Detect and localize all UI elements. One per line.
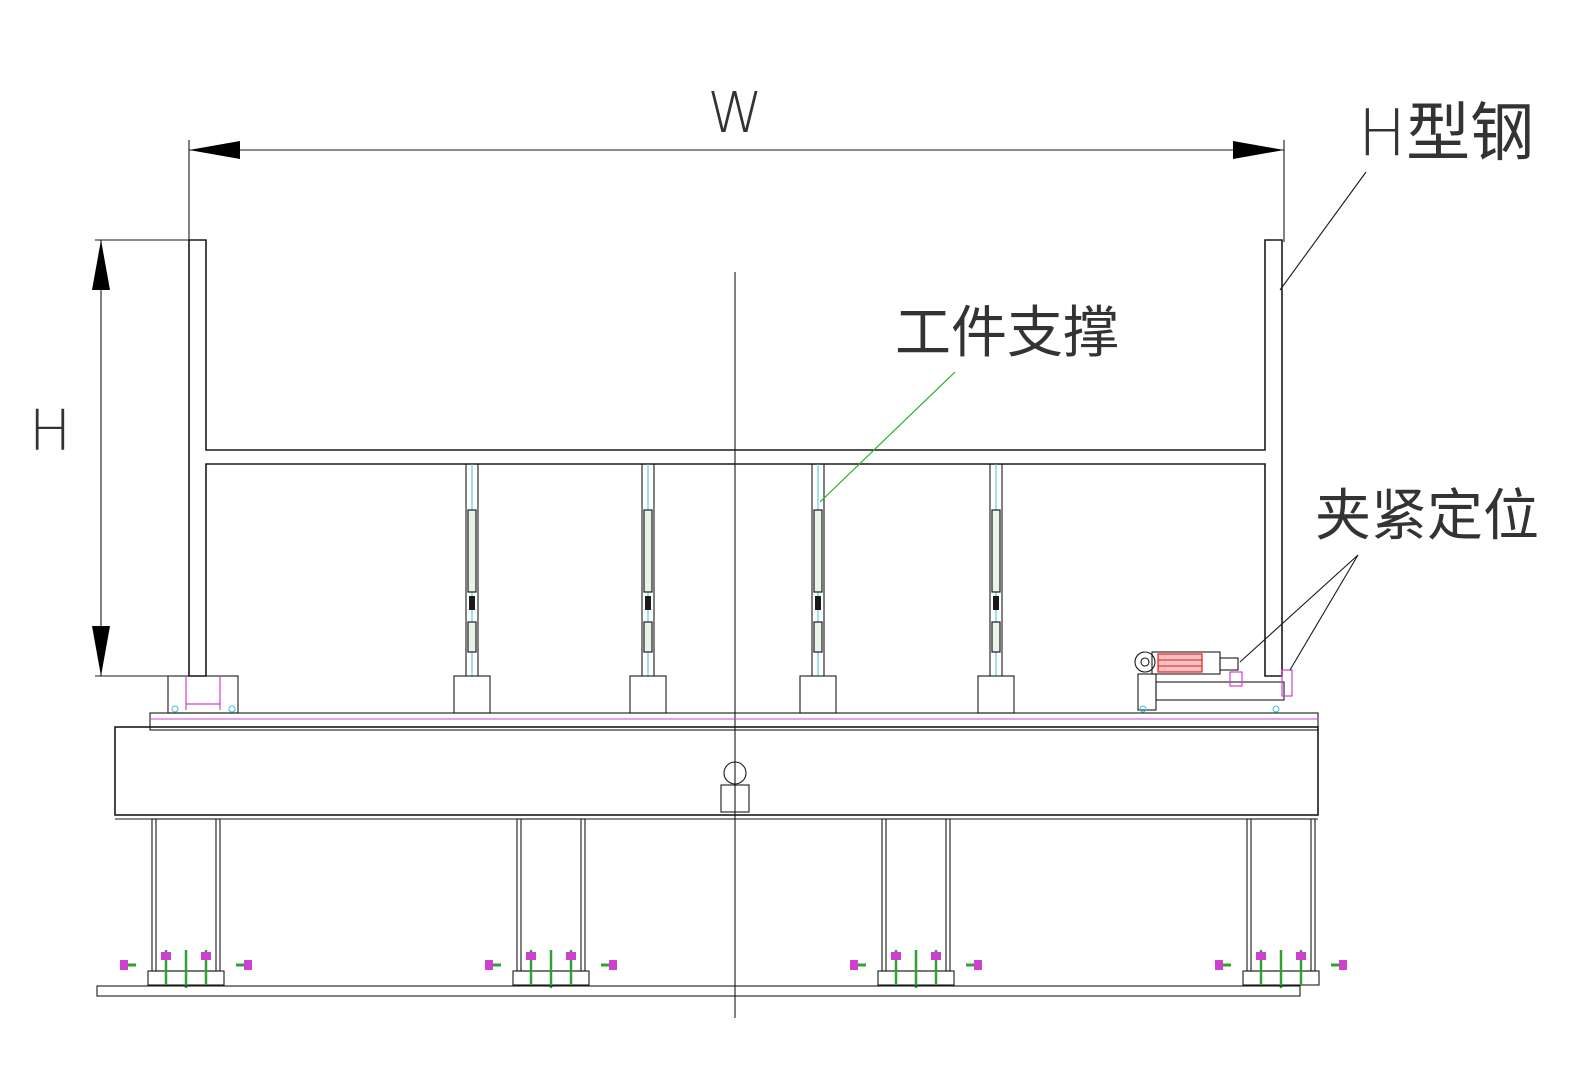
left-locating-block <box>167 675 239 714</box>
leg <box>151 818 221 972</box>
foot-assembly <box>485 950 617 988</box>
arrow-right-icon <box>1233 141 1284 159</box>
leveling-feet <box>120 950 1347 988</box>
callout-clamp-locating: 夹紧定位 <box>1239 484 1539 671</box>
legs <box>151 818 1316 972</box>
clamp-cylinder <box>1134 651 1293 713</box>
floor-plate <box>96 985 1301 997</box>
support-strut <box>629 464 667 714</box>
arrow-left-icon <box>189 141 240 159</box>
support-strut <box>799 464 837 714</box>
clamp-locating-label: 夹紧定位 <box>1315 484 1539 549</box>
height-label: H <box>29 399 71 464</box>
leg <box>1246 818 1316 972</box>
leg <box>881 818 951 972</box>
base-beam <box>114 712 1319 820</box>
workpiece-supports <box>453 464 1015 714</box>
leg <box>516 818 586 972</box>
callout-h-beam: H型钢 <box>1279 97 1534 291</box>
arrow-down-icon <box>92 626 110 676</box>
width-label: W <box>707 81 762 146</box>
foot-assembly <box>1215 950 1347 988</box>
support-strut <box>453 464 491 714</box>
foot-assembly <box>120 950 252 988</box>
support-strut <box>977 464 1015 714</box>
callout-workpiece-support: 工件支撑 <box>819 301 1119 503</box>
width-dimension: W <box>188 81 1285 242</box>
foot-assembly <box>850 950 982 988</box>
arrow-up-icon <box>92 240 110 290</box>
h-beam-label: H型钢 <box>1358 97 1534 171</box>
height-dimension: H <box>29 239 189 677</box>
workpiece-support-label: 工件支撑 <box>895 301 1119 366</box>
